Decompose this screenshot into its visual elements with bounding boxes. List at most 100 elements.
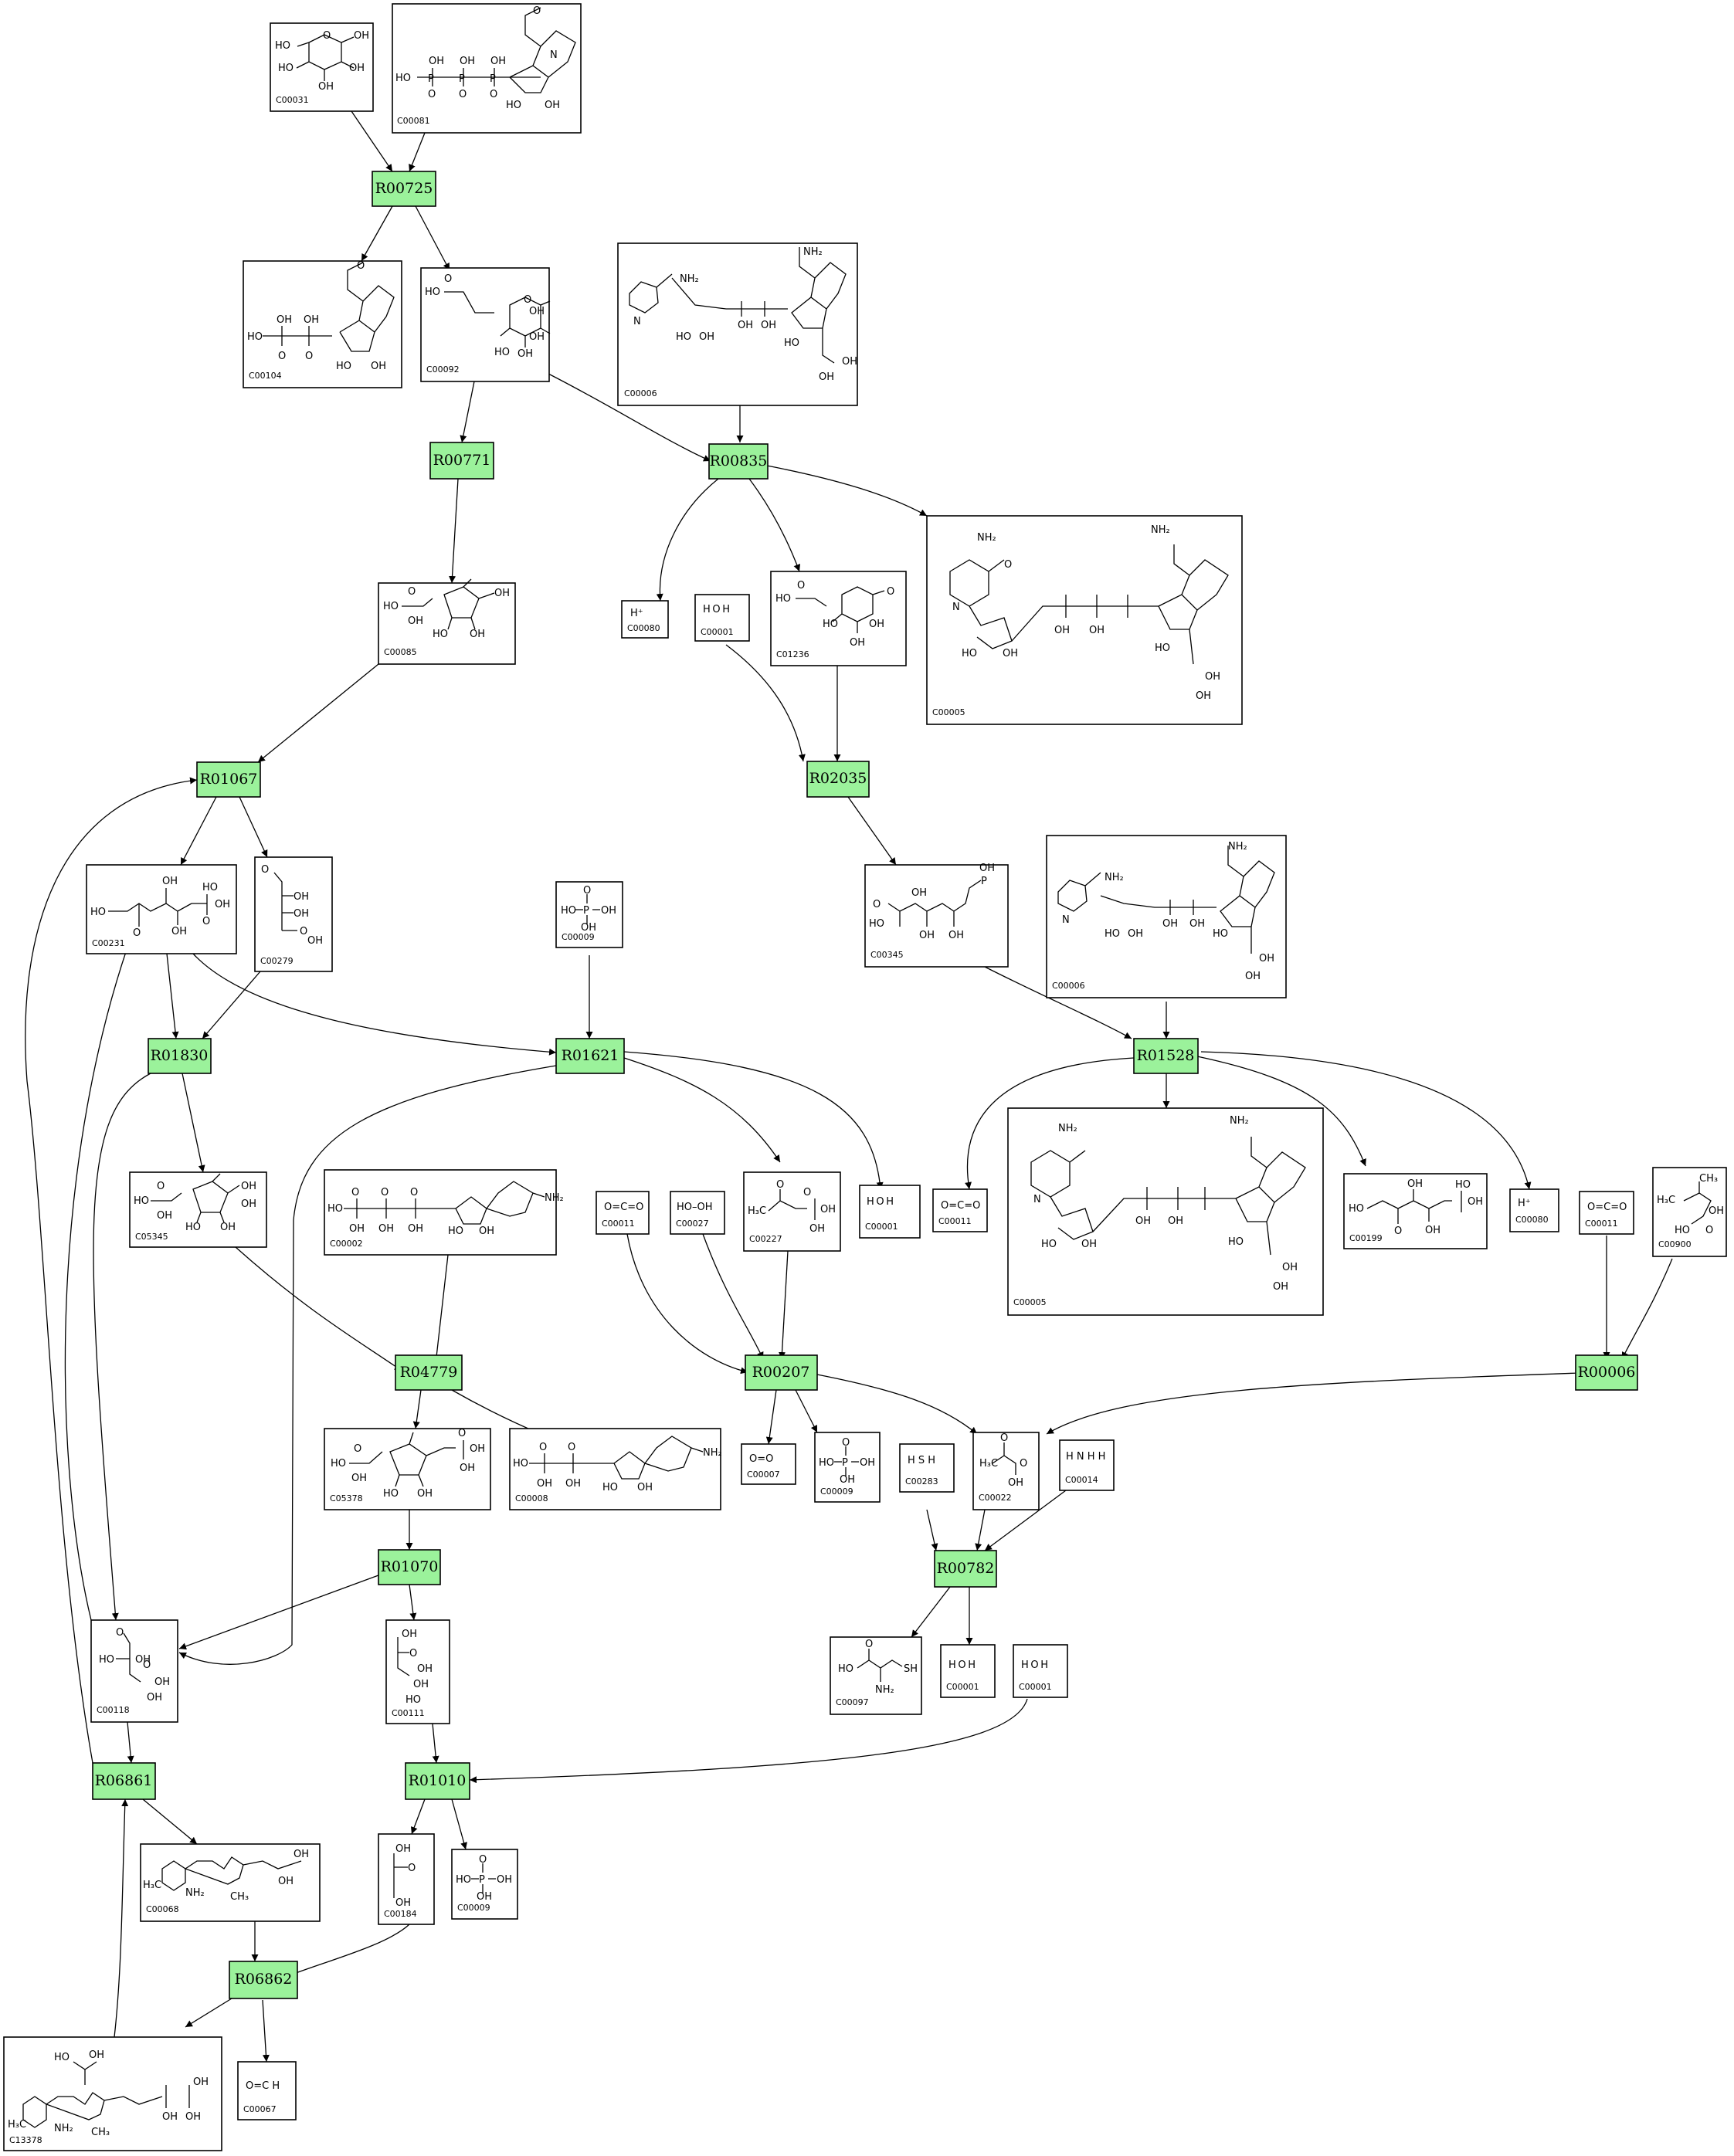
- svg-text:HO: HO: [494, 347, 510, 358]
- edge: [548, 373, 711, 462]
- compound-C00279[interactable]: O OH OH O OH C00279: [254, 856, 333, 972]
- svg-text:N: N: [952, 602, 960, 613]
- compound-id: C00009: [457, 1903, 490, 1913]
- compound-C00097[interactable]: HO O SH NH₂ C00097: [830, 1636, 922, 1715]
- compound-C00008[interactable]: HO O O OH OH NH₂ HO OH C00008: [509, 1428, 722, 1510]
- compound-C00006-right[interactable]: NH₂ NH₂ N HO OH OH OH HO OH OH C00006: [1046, 835, 1287, 998]
- svg-text:OH: OH: [1468, 1196, 1483, 1208]
- svg-text:HO: HO: [838, 1663, 853, 1675]
- reaction-R00006[interactable]: R00006: [1575, 1354, 1638, 1391]
- compound-C00011-c[interactable]: O=C=O C00011: [1579, 1191, 1634, 1235]
- compound-C00067[interactable]: O=C H C00067: [237, 2061, 297, 2120]
- reaction-R01067[interactable]: R01067: [196, 761, 261, 798]
- compound-C00118[interactable]: O HO OH O OH OH C00118: [90, 1619, 178, 1723]
- svg-text:O: O: [533, 5, 541, 17]
- edge: [166, 953, 179, 1039]
- compound-id: C00104: [249, 371, 282, 381]
- reaction-R00725[interactable]: R00725: [372, 171, 436, 207]
- reaction-R00207[interactable]: R00207: [745, 1354, 818, 1391]
- reaction-R00835[interactable]: R00835: [708, 443, 769, 480]
- compound-C00080-right[interactable]: H⁺ C00080: [1509, 1188, 1559, 1232]
- svg-text:P: P: [479, 1874, 485, 1886]
- svg-text:O: O: [490, 89, 497, 100]
- compound-C00022[interactable]: O H₃C O OH C00022: [972, 1432, 1040, 1510]
- svg-text:O=C H: O=C H: [246, 2080, 280, 2092]
- edge: [975, 1509, 986, 1551]
- svg-text:NH₂: NH₂: [1105, 872, 1124, 883]
- svg-text:O: O: [539, 1442, 547, 1453]
- edge: [432, 1254, 449, 1371]
- reaction-R01621[interactable]: R01621: [555, 1038, 625, 1074]
- compound-C00199[interactable]: HO O OH OH HO OH C00199: [1343, 1173, 1488, 1249]
- compound-id: C05345: [135, 1232, 168, 1242]
- compound-C00001-top[interactable]: H O H C00001: [694, 594, 750, 642]
- compound-C00283[interactable]: H S H C00283: [899, 1443, 955, 1493]
- edge: [984, 1490, 1067, 1551]
- compound-C00007[interactable]: O=O C00007: [741, 1443, 796, 1485]
- reaction-R06862[interactable]: R06862: [229, 1961, 298, 1999]
- reaction-R01010[interactable]: R01010: [405, 1762, 470, 1800]
- compound-C00009-top[interactable]: O P HO OH OH C00009: [555, 881, 623, 948]
- compound-C00184[interactable]: OH O OH C00184: [378, 1833, 435, 1925]
- compound-C00002[interactable]: HO O O O OH OH OH NH₂ HO OH C00002: [324, 1169, 564, 1256]
- compound-id: C01236: [776, 649, 809, 659]
- svg-text:HO: HO: [425, 286, 440, 298]
- compound-C00111[interactable]: OH O OH OH HO C00111: [385, 1619, 450, 1724]
- compound-C05378[interactable]: HO O OH O OH OH HO OH C05378: [324, 1428, 491, 1510]
- reaction-R06861[interactable]: R06861: [92, 1762, 156, 1800]
- compound-C00081[interactable]: HO OH OH OH P P P O O O O N HO OH C00081: [392, 3, 582, 134]
- reaction-R02035[interactable]: R02035: [806, 761, 870, 798]
- svg-text:HO: HO: [247, 331, 263, 343]
- svg-text:HO: HO: [1455, 1179, 1471, 1191]
- svg-text:OH: OH: [537, 1478, 552, 1490]
- compound-C00085[interactable]: HO O OH OH HO OH C00085: [378, 578, 516, 665]
- compound-C00011-b[interactable]: O=C=O C00011: [932, 1188, 988, 1232]
- compound-C00900[interactable]: CH₃ H₃C OH HO O C00900: [1652, 1167, 1727, 1257]
- svg-text:OH: OH: [699, 331, 714, 343]
- svg-text:O=C=O: O=C=O: [1587, 1202, 1627, 1213]
- edge: [410, 1798, 426, 1835]
- reaction-R00782[interactable]: R00782: [934, 1550, 997, 1588]
- compound-C00027[interactable]: HO–OH C00027: [670, 1191, 725, 1235]
- edge: [432, 1723, 439, 1764]
- reaction-R01528[interactable]: R01528: [1133, 1038, 1199, 1074]
- compound-C00011-a[interactable]: O=C=O C00011: [596, 1191, 650, 1235]
- svg-text:O=C=O: O=C=O: [941, 1200, 980, 1212]
- compound-C00001-lower-b[interactable]: H O H C00001: [1013, 1644, 1068, 1698]
- compound-C00005-top[interactable]: NH₂ O NH₂ N HO OH OH OH HO OH OH C00005: [926, 515, 1243, 725]
- reaction-R00771[interactable]: R00771: [429, 442, 494, 480]
- svg-text:OH: OH: [497, 1874, 512, 1886]
- compound-C00001-mid[interactable]: H O H C00001: [859, 1185, 921, 1239]
- compound-id: C00002: [330, 1239, 363, 1249]
- svg-text:OH: OH: [1089, 625, 1105, 636]
- svg-text:H O H: H O H: [1021, 1659, 1048, 1671]
- reaction-R04779[interactable]: R04779: [395, 1354, 463, 1391]
- compound-C13378[interactable]: HO OH H₃C NH₂ CH₃ OH OH OH C13378: [3, 2036, 222, 2151]
- compound-C00009-bottom[interactable]: O P HO OH OH C00009: [451, 1849, 518, 1920]
- edge: [449, 478, 459, 584]
- compound-C00006-top[interactable]: NH₂ NH₂ N HO OH OH OH HO OH OH C00006: [617, 242, 858, 406]
- edge: [460, 381, 475, 443]
- svg-text:OH: OH: [601, 905, 616, 917]
- svg-text:HO–OH: HO–OH: [677, 1202, 713, 1213]
- compound-C00014[interactable]: H N H H C00014: [1059, 1439, 1115, 1491]
- compound-C00009-mid[interactable]: O P HO OH OH C00009: [814, 1432, 881, 1503]
- compound-C00080-top[interactable]: H⁺ C00080: [621, 600, 669, 639]
- compound-C00068[interactable]: H₃C NH₂ CH₃ OH OH C00068: [140, 1843, 321, 1922]
- compound-C00231[interactable]: HO OH O OH HO OH O C00231: [86, 864, 237, 954]
- compound-C00345[interactable]: O HO OH OH OH P OH C00345: [864, 863, 1009, 968]
- reaction-R01070[interactable]: R01070: [378, 1549, 441, 1585]
- compound-C00104[interactable]: HO OH OH O O O HO OH C00104: [243, 260, 402, 388]
- svg-text:O: O: [1000, 1432, 1008, 1444]
- compound-C00001-lower-a[interactable]: H O H C00001: [940, 1644, 996, 1698]
- compound-C05345[interactable]: HO O OH OH OH HO OH C05345: [129, 1171, 267, 1248]
- reaction-R01830[interactable]: R01830: [148, 1038, 212, 1074]
- svg-text:HO: HO: [202, 882, 218, 893]
- compound-C00005-mid[interactable]: NH₂ NH₂ N HO OH OH OH HO OH OH C00005: [1007, 1107, 1324, 1316]
- reaction-label: R00207: [752, 1364, 810, 1381]
- compound-C01236[interactable]: HO O O HO OH OH C01236: [770, 571, 907, 666]
- compound-C00227[interactable]: H₃C O O OH OH C00227: [743, 1171, 841, 1252]
- svg-text:OH: OH: [494, 588, 510, 599]
- compound-C00031[interactable]: O HO OH OH OH HO C00031: [270, 22, 374, 112]
- compound-C00092[interactable]: HO O O OH OH HO OH C00092: [420, 267, 551, 382]
